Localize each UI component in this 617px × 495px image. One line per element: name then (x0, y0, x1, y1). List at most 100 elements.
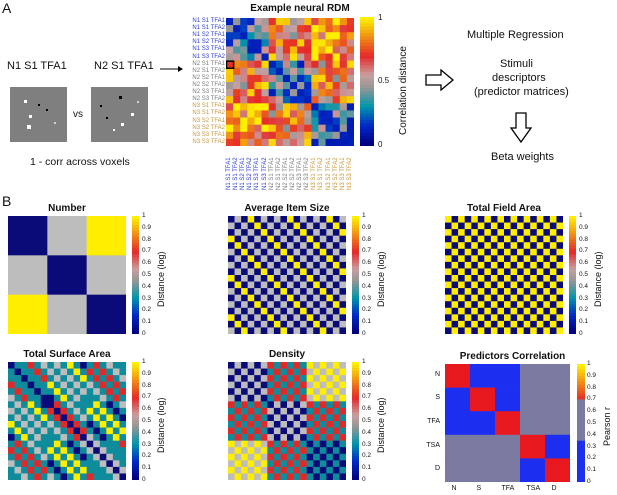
matrix-cell (536, 268, 544, 276)
matrix-cell (228, 327, 235, 334)
colorbar-segment (352, 385, 359, 390)
colorbar-segment (352, 388, 359, 393)
matrix-cell (319, 460, 327, 468)
matrix-cell (530, 255, 538, 263)
matrix-cell (86, 401, 94, 409)
matrix-cell (293, 301, 301, 309)
matrix-cell (112, 466, 120, 474)
matrix-cell (306, 216, 314, 223)
matrix-cell (67, 460, 74, 468)
matrix-cell (306, 275, 314, 282)
predictor-colorbar (132, 216, 139, 334)
matrix-cell (300, 275, 307, 282)
matrix-cell (60, 427, 68, 435)
matrix-cell (53, 414, 61, 422)
matrix-cell (549, 320, 557, 328)
matrix-cell (247, 18, 255, 26)
colorbar-segment (577, 396, 585, 400)
matrix-cell (80, 401, 87, 409)
matrix-cell (99, 388, 107, 396)
corr-title: Predictors Correlation (459, 351, 566, 362)
colorbar-segment (132, 459, 139, 463)
matrix-cell (53, 421, 61, 428)
matrix-cell (275, 67, 284, 76)
colorbar-segment (569, 331, 576, 334)
corr-cell (445, 411, 471, 436)
matrix-cell (556, 255, 563, 263)
matrix-cell (319, 473, 327, 480)
matrix-cell (293, 248, 301, 256)
matrix-cell (556, 320, 563, 328)
rdm-row-label: N3 S1 TFA1 (192, 103, 225, 110)
matrix-cell (40, 388, 48, 396)
matrix-cell (86, 440, 94, 448)
matrix-cell (304, 32, 312, 40)
rdm-colorbar-tick-05: 0.5 (378, 76, 390, 85)
matrix-cell (254, 460, 262, 468)
matrix-cell (458, 242, 465, 250)
matrix-cell (34, 362, 42, 369)
matrix-cell (93, 473, 101, 480)
dot (121, 123, 124, 126)
colorbar-segment (360, 75, 374, 79)
matrix-cell (287, 368, 294, 376)
matrix-cell (543, 242, 551, 250)
matrix-cell (300, 453, 307, 461)
matrix-cell (477, 294, 485, 302)
matrix-cell (346, 124, 354, 133)
matrix-cell (112, 368, 120, 376)
colorbar-segment (132, 230, 139, 235)
matrix-cell (313, 401, 321, 409)
matrix-cell (47, 381, 55, 389)
colorbar-tick: 0.9 (142, 223, 152, 231)
corr-colorbar-tick: 0.9 (587, 371, 597, 379)
matrix-cell (267, 229, 275, 236)
matrix-cell (260, 229, 268, 236)
matrix-cell (490, 261, 498, 269)
matrix-cell (287, 414, 294, 422)
matrix-cell (290, 53, 298, 61)
colorbar-segment (360, 139, 374, 144)
matrix-cell (282, 39, 291, 47)
matrix-cell (260, 261, 268, 269)
matrix-cell (275, 25, 284, 33)
matrix-cell (73, 381, 81, 389)
matrix-cell (233, 39, 241, 47)
colorbar-tick: 0.9 (579, 223, 589, 231)
colorbar-segment (132, 435, 139, 440)
matrix-cell (233, 131, 241, 140)
matrix-cell (21, 388, 28, 396)
matrix-cell (318, 46, 326, 54)
matrix-cell (304, 117, 312, 125)
colorbar-segment (569, 248, 576, 252)
colorbar-segment (352, 367, 359, 372)
matrix-cell (287, 327, 294, 334)
matrix-cell (247, 216, 255, 223)
rdm-row-label: N3 S3 TFA2 (192, 138, 225, 145)
matrix-cell (234, 460, 242, 468)
colorbar-segment (569, 239, 576, 244)
matrix-cell (99, 368, 107, 376)
matrix-cell (332, 421, 340, 428)
matrix-cell (325, 117, 333, 125)
matrix-cell (556, 281, 563, 289)
matrix-cell (260, 407, 268, 415)
matrix-cell (267, 261, 275, 269)
matrix-cell (8, 427, 15, 435)
matrix-cell (106, 407, 114, 415)
matrix-cell (287, 248, 294, 256)
matrix-cell (280, 375, 288, 382)
matrix-cell (293, 281, 301, 289)
matrix-cell (297, 39, 305, 47)
matrix-cell (273, 388, 281, 396)
colorbar-tick: 0.3 (142, 294, 152, 302)
colorbar-segment (132, 248, 139, 252)
matrix-cell (300, 381, 307, 389)
matrix-cell (490, 307, 498, 315)
matrix-cell (80, 381, 87, 389)
matrix-cell (261, 96, 269, 104)
matrix-cell (332, 32, 341, 40)
matrix-cell (319, 427, 327, 435)
matrix-cell (261, 46, 269, 54)
matrix-cell (530, 301, 538, 309)
